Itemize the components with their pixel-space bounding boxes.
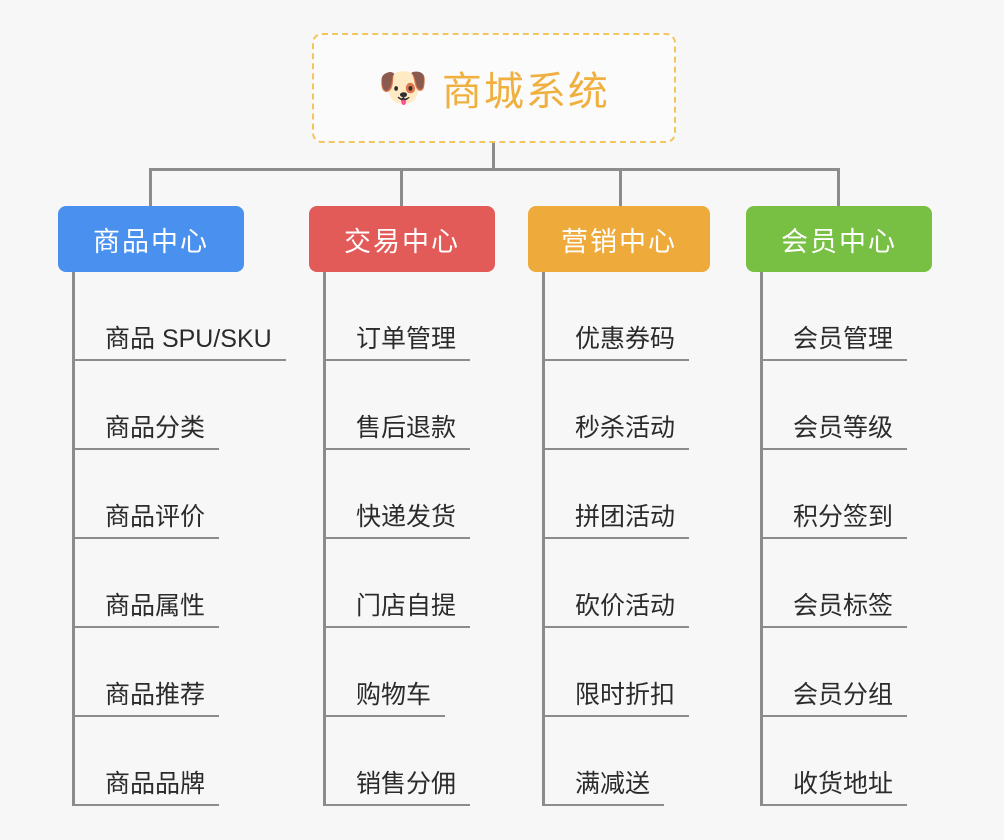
branch-header-label: 交易中心 bbox=[344, 226, 460, 257]
branch-trade-center: 交易中心 订单管理 售后退款 快递发货 门店自提 购物车 销售分佣 bbox=[309, 206, 495, 806]
list-item[interactable]: 会员分组 bbox=[763, 628, 932, 717]
leaf-label: 会员管理 bbox=[763, 325, 908, 361]
list-item[interactable]: 优惠券码 bbox=[545, 272, 710, 361]
branch-header-label: 商品中心 bbox=[93, 226, 209, 257]
list-item[interactable]: 满减送 bbox=[545, 717, 710, 806]
branch-header-trade-center[interactable]: 交易中心 bbox=[309, 206, 495, 272]
connector-drop-3 bbox=[619, 168, 622, 206]
leaf-label: 收货地址 bbox=[763, 770, 908, 806]
leaf-label: 销售分佣 bbox=[326, 770, 471, 806]
leaf-label: 售后退款 bbox=[326, 414, 471, 450]
branch-member-center: 会员中心 会员管理 会员等级 积分签到 会员标签 会员分组 收货地址 bbox=[746, 206, 932, 806]
leaf-label: 会员等级 bbox=[763, 414, 908, 450]
list-item[interactable]: 秒杀活动 bbox=[545, 361, 710, 450]
leaf-label: 会员标签 bbox=[763, 592, 908, 628]
list-item[interactable]: 订单管理 bbox=[326, 272, 495, 361]
list-item[interactable]: 购物车 bbox=[326, 628, 495, 717]
list-item[interactable]: 商品 SPU/SKU bbox=[75, 272, 286, 361]
leaf-label: 购物车 bbox=[326, 681, 446, 717]
list-item[interactable]: 积分签到 bbox=[763, 450, 932, 539]
branch-trunk-trade-center: 订单管理 售后退款 快递发货 门店自提 购物车 销售分佣 bbox=[323, 272, 495, 806]
branch-header-label: 会员中心 bbox=[781, 226, 897, 257]
branch-header-marketing-center[interactable]: 营销中心 bbox=[528, 206, 710, 272]
list-item[interactable]: 商品分类 bbox=[75, 361, 286, 450]
list-item[interactable]: 商品评价 bbox=[75, 450, 286, 539]
branch-header-member-center[interactable]: 会员中心 bbox=[746, 206, 932, 272]
leaf-label: 秒杀活动 bbox=[545, 414, 690, 450]
connector-drop-2 bbox=[400, 168, 403, 206]
leaf-label: 满减送 bbox=[545, 770, 665, 806]
branch-trunk-marketing-center: 优惠券码 秒杀活动 拼团活动 砍价活动 限时折扣 满减送 bbox=[542, 272, 710, 806]
list-item[interactable]: 会员管理 bbox=[763, 272, 932, 361]
leaf-label: 门店自提 bbox=[326, 592, 471, 628]
leaf-label: 快递发货 bbox=[326, 503, 471, 539]
branch-header-product-center[interactable]: 商品中心 bbox=[58, 206, 244, 272]
branch-trunk-product-center: 商品 SPU/SKU 商品分类 商品评价 商品属性 商品推荐 商品品牌 bbox=[72, 272, 286, 806]
list-item[interactable]: 售后退款 bbox=[326, 361, 495, 450]
leaf-label: 限时折扣 bbox=[545, 681, 690, 717]
list-item[interactable]: 门店自提 bbox=[326, 539, 495, 628]
branch-header-label: 营销中心 bbox=[561, 226, 677, 257]
leaf-label: 商品推荐 bbox=[75, 681, 220, 717]
list-item[interactable]: 限时折扣 bbox=[545, 628, 710, 717]
dog-face-icon: 🐶 bbox=[378, 66, 428, 110]
root-title: 商城系统 bbox=[441, 70, 610, 114]
list-item[interactable]: 收货地址 bbox=[763, 717, 932, 806]
list-item[interactable]: 商品属性 bbox=[75, 539, 286, 628]
connector-drop-1 bbox=[149, 168, 152, 206]
list-item[interactable]: 拼团活动 bbox=[545, 450, 710, 539]
list-item[interactable]: 会员标签 bbox=[763, 539, 932, 628]
connector-root-stem bbox=[492, 143, 495, 171]
leaf-label: 商品 SPU/SKU bbox=[75, 325, 286, 361]
leaf-label: 商品属性 bbox=[75, 592, 220, 628]
branch-product-center: 商品中心 商品 SPU/SKU 商品分类 商品评价 商品属性 商品推荐 商品品牌 bbox=[58, 206, 286, 806]
list-item[interactable]: 砍价活动 bbox=[545, 539, 710, 628]
list-item[interactable]: 商品品牌 bbox=[75, 717, 286, 806]
list-item[interactable]: 快递发货 bbox=[326, 450, 495, 539]
connector-bus bbox=[149, 168, 840, 171]
leaf-label: 优惠券码 bbox=[545, 325, 690, 361]
connector-drop-4 bbox=[837, 168, 840, 206]
list-item[interactable]: 销售分佣 bbox=[326, 717, 495, 806]
branch-marketing-center: 营销中心 优惠券码 秒杀活动 拼团活动 砍价活动 限时折扣 满减送 bbox=[528, 206, 710, 806]
leaf-label: 订单管理 bbox=[326, 325, 471, 361]
leaf-label: 商品分类 bbox=[75, 414, 220, 450]
list-item[interactable]: 会员等级 bbox=[763, 361, 932, 450]
leaf-label: 砍价活动 bbox=[545, 592, 690, 628]
leaf-label: 积分签到 bbox=[763, 503, 908, 539]
leaf-label: 拼团活动 bbox=[545, 503, 690, 539]
leaf-label: 商品评价 bbox=[75, 503, 220, 539]
leaf-label: 商品品牌 bbox=[75, 770, 220, 806]
leaf-label: 会员分组 bbox=[763, 681, 908, 717]
root-node[interactable]: 🐶 商城系统 bbox=[312, 33, 676, 143]
branch-trunk-member-center: 会员管理 会员等级 积分签到 会员标签 会员分组 收货地址 bbox=[760, 272, 932, 806]
list-item[interactable]: 商品推荐 bbox=[75, 628, 286, 717]
